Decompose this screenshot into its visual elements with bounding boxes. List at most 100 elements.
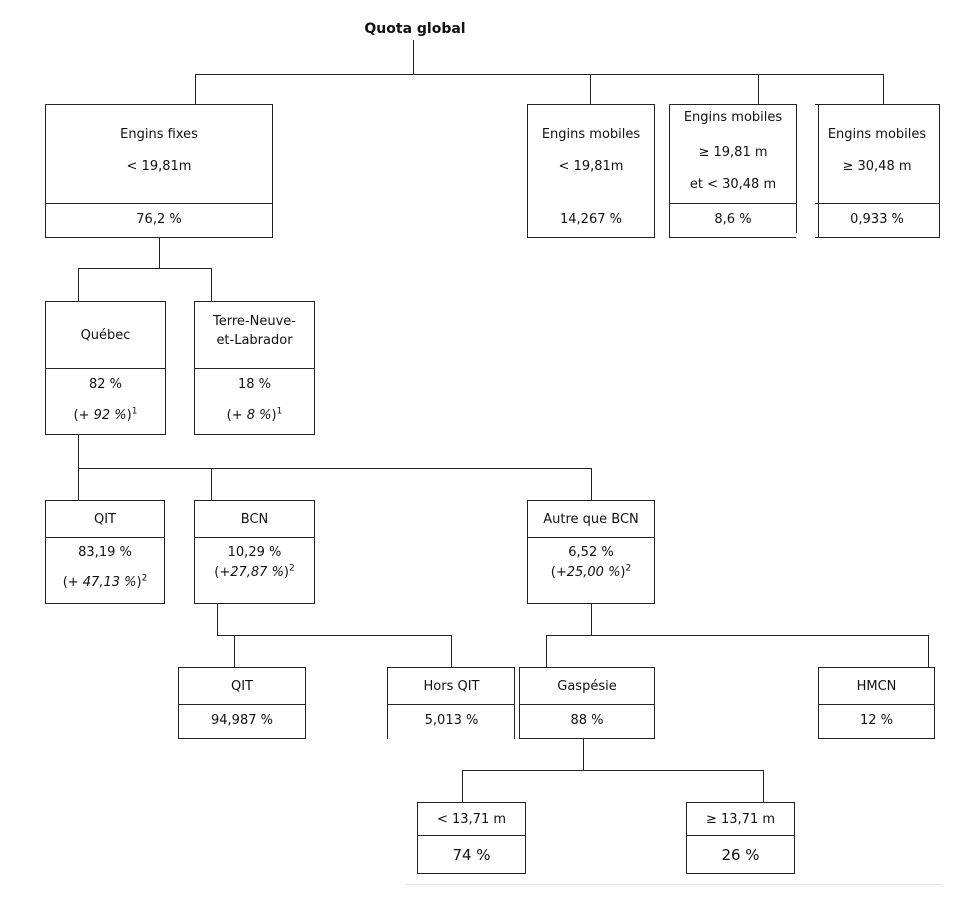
- bcn-label: BCN: [240, 512, 269, 527]
- engins-mobiles-1-label: Engins mobiles: [541, 127, 641, 142]
- connector: [928, 635, 929, 667]
- engins-fixes-label: Engins fixes: [120, 127, 198, 142]
- over-13-71-box: ≥ 13,71 m 26 %: [686, 802, 795, 874]
- box-divider: [195, 537, 314, 538]
- connector: [591, 604, 592, 636]
- terre-neuve-box: Terre-Neuve- et-Labrador 18 % (+ 8 %)1: [194, 301, 315, 435]
- qit-pct: 83,19 %: [78, 545, 132, 560]
- bcn-note: (+27,87 %)2: [214, 563, 295, 580]
- gaspesie-box: Gaspésie 88 %: [519, 667, 655, 739]
- terre-neuve-pct: 18 %: [237, 377, 272, 392]
- connector: [234, 635, 235, 667]
- under-13-71-box: < 13,71 m 74 %: [417, 802, 526, 874]
- hmcn-label: HMCN: [856, 679, 897, 694]
- autre-que-bcn-note: (+25,00 %)2: [550, 563, 632, 580]
- quebec-pct: 82 %: [88, 377, 123, 392]
- connector: [583, 739, 584, 771]
- autre-que-bcn-box: Autre que BCN 6,52 % (+25,00 %)2: [527, 500, 655, 604]
- engins-fixes-box: Engins fixes < 19,81m 76,2 %: [45, 104, 273, 238]
- engins-mobiles-2-pct: 8,6 %: [714, 212, 752, 227]
- diagram-title: Quota global: [364, 21, 466, 37]
- terre-neuve-note: (+ 8 %)1: [226, 406, 283, 423]
- box-divider: [418, 835, 525, 836]
- bcn-pct: 10,29 %: [227, 545, 282, 560]
- footnote-ref: 2: [625, 563, 632, 574]
- qit-note: (+ 47,13 %)2: [62, 573, 148, 590]
- connector: [591, 468, 592, 500]
- footnote-ref: 1: [276, 406, 283, 417]
- hors-qit-box: Hors QIT 5,013 %: [387, 667, 515, 739]
- connector: [546, 635, 547, 667]
- qit-box: QIT 83,19 % (+ 47,13 %)2: [45, 500, 165, 604]
- connector: [211, 268, 212, 301]
- under-13-71-pct: 74 %: [452, 846, 491, 864]
- box-divider: [815, 203, 939, 204]
- connector: [159, 238, 160, 269]
- engins-mobiles-1-length: < 19,81m: [558, 159, 624, 174]
- quebec-label: Québec: [80, 328, 131, 343]
- autre-que-bcn-label: Autre que BCN: [543, 512, 639, 527]
- engins-mobiles-2-box: Engins mobiles ≥ 19,81 m et < 30,48 m 8,…: [669, 104, 796, 238]
- connector: [590, 74, 591, 104]
- footnote-ref: 2: [289, 563, 295, 574]
- gaspesie-pct: 88 %: [570, 713, 604, 728]
- connector: [217, 635, 451, 636]
- engins-mobiles-3-pct: 0,933 %: [850, 212, 904, 227]
- quebec-note: (+ 92 %)1: [73, 406, 138, 423]
- connector: [413, 40, 414, 75]
- engins-mobiles-3-box: Engins mobiles ≥ 30,48 m 0,933 %: [815, 104, 940, 238]
- connector: [462, 770, 463, 802]
- connector: [195, 74, 196, 104]
- engins-mobiles-1-box: Engins mobiles < 19,81m 14,267 %: [527, 104, 655, 238]
- connector: [758, 74, 759, 104]
- connector: [78, 468, 592, 469]
- qit-note-value: + 47,13 %: [67, 575, 137, 590]
- quebec-box: Québec 82 % (+ 92 %)1: [45, 301, 166, 435]
- box-edge: [514, 667, 515, 739]
- autre-que-bcn-pct: 6,52 %: [568, 545, 614, 560]
- over-13-71-label: ≥ 13,71 m: [705, 812, 776, 827]
- box-edge: [796, 104, 797, 233]
- box-divider: [46, 203, 272, 204]
- connector: [78, 434, 79, 500]
- hmcn-pct: 12 %: [859, 713, 894, 728]
- terre-neuve-label-1: Terre-Neuve-: [213, 314, 296, 329]
- connector: [451, 635, 452, 667]
- over-13-71-pct: 26 %: [721, 846, 760, 864]
- bcn-qit-label: QIT: [230, 679, 253, 694]
- engins-fixes-length: < 19,81m: [126, 159, 192, 174]
- footnote-ref: 1: [131, 406, 138, 417]
- hors-qit-label: Hors QIT: [423, 679, 480, 694]
- connector: [78, 268, 211, 269]
- box-divider: [520, 704, 654, 705]
- connector: [763, 770, 764, 802]
- hmcn-box: HMCN 12 %: [818, 667, 935, 739]
- footnote-ref: 2: [141, 573, 148, 584]
- connector: [211, 468, 212, 500]
- connector: [462, 770, 763, 771]
- box-divider: [687, 835, 794, 836]
- terre-neuve-label-2: et-Labrador: [216, 333, 293, 348]
- box-divider: [46, 537, 164, 538]
- qit-label: QIT: [93, 512, 116, 527]
- connector: [78, 268, 79, 301]
- box-divider: [195, 368, 314, 369]
- box-edge: [818, 104, 819, 238]
- bcn-qit-pct: 94,987 %: [211, 713, 273, 728]
- connector: [883, 74, 884, 104]
- engins-fixes-pct: 76,2 %: [136, 212, 182, 227]
- connector: [546, 635, 928, 636]
- engins-mobiles-2-length-max: et < 30,48 m: [689, 177, 777, 192]
- engins-mobiles-3-label: Engins mobiles: [827, 127, 927, 142]
- engins-mobiles-3-length: ≥ 30,48 m: [842, 159, 912, 174]
- bottom-rule: [405, 884, 942, 885]
- engins-mobiles-2-label: Engins mobiles: [683, 110, 783, 125]
- connector: [217, 604, 218, 636]
- bcn-note-value: +27,87 %: [219, 565, 284, 580]
- under-13-71-label: < 13,71 m: [436, 812, 507, 827]
- box-divider: [388, 704, 515, 705]
- bcn-qit-box: QIT 94,987 %: [178, 667, 306, 739]
- engins-mobiles-1-pct: 14,267 %: [560, 212, 622, 227]
- bcn-box: BCN 10,29 % (+27,87 %)2: [194, 500, 315, 604]
